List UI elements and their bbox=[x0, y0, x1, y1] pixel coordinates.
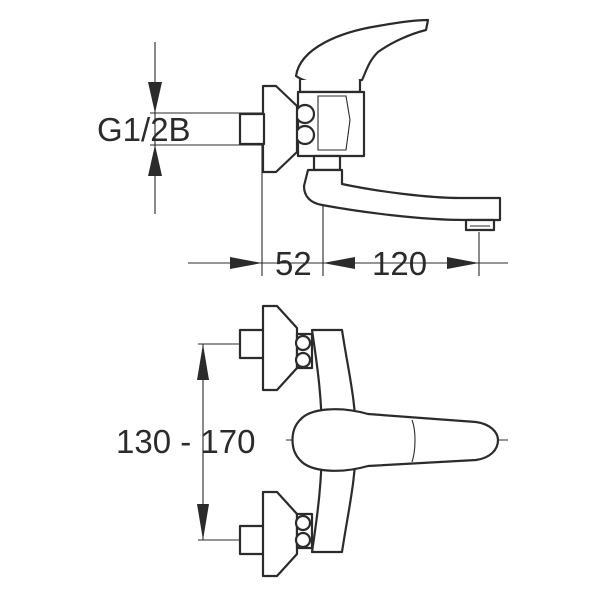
swivel-spout bbox=[302, 168, 502, 222]
top-cam-nut-upper bbox=[294, 334, 312, 352]
handle-contour-line bbox=[411, 419, 416, 463]
spout-reach-label: 120 bbox=[372, 245, 427, 282]
bottom-flange bbox=[261, 490, 299, 578]
arrow-52-left bbox=[230, 257, 262, 269]
wall-flange bbox=[261, 84, 299, 174]
bottom-cam-nut-upper bbox=[294, 514, 312, 532]
aerator bbox=[464, 218, 496, 232]
centre-distance-label: 130 - 170 bbox=[116, 423, 255, 460]
cam-nut-bottom bbox=[294, 124, 316, 146]
valve-body bbox=[296, 90, 366, 158]
lever-handle bbox=[294, 18, 430, 86]
thread-arrow-top bbox=[148, 82, 162, 113]
side-view bbox=[148, 18, 508, 276]
thread-size-label: G1/2B bbox=[97, 111, 191, 148]
top-inlet-pipe bbox=[238, 328, 266, 360]
inlet-pipe bbox=[238, 112, 266, 146]
cam-nut-top bbox=[294, 103, 316, 125]
top-cam-nut-lower bbox=[294, 351, 312, 369]
projection-label: 52 bbox=[275, 245, 312, 282]
bottom-cam-nut-lower bbox=[294, 531, 312, 549]
arrow-120-left bbox=[323, 257, 355, 269]
bottom-connection bbox=[238, 490, 314, 578]
centre-arrow-bottom bbox=[197, 504, 209, 540]
valve-body-face bbox=[317, 95, 351, 151]
lever-handle-top-view bbox=[291, 408, 500, 472]
top-view bbox=[197, 304, 508, 578]
spout-nut bbox=[312, 154, 342, 172]
centre-arrow-top bbox=[197, 344, 209, 380]
handle-neck bbox=[298, 78, 362, 94]
bottom-inlet-pipe bbox=[238, 524, 266, 556]
top-flange bbox=[261, 304, 299, 392]
arrow-120-right bbox=[447, 257, 479, 269]
top-connection bbox=[238, 304, 314, 392]
thread-arrow-bottom bbox=[148, 145, 162, 176]
